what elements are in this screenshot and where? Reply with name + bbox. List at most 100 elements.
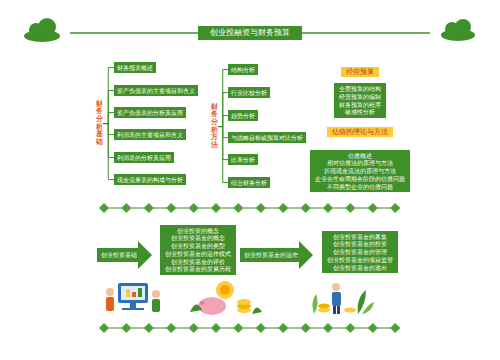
illustration-coins [190, 281, 262, 315]
topic-box: 利润表的分析及应用 [114, 152, 174, 163]
diamond-divider [278, 323, 288, 333]
illustration-coins [190, 304, 202, 312]
bracket-connector [104, 113, 115, 124]
topic-box: 趋势分析 [228, 110, 258, 121]
illustration-office [152, 299, 160, 312]
diamond-divider [144, 323, 154, 333]
node-text: 估值的理论与方法 [332, 128, 388, 136]
illustration-investor [312, 294, 317, 314]
vertical-heading: 财务分析方法 [211, 104, 218, 150]
node-text: 现金流量表的构成与分析 [117, 176, 183, 183]
illustration-coins [200, 301, 204, 305]
topic-box: 结构分析 [228, 64, 258, 75]
diamond-divider [189, 203, 199, 213]
illustration-office [132, 292, 136, 297]
diamond-divider [345, 323, 355, 333]
node-text: 资产负债表的分析及应用 [117, 109, 183, 116]
node-text: 敏感性分析 [339, 108, 381, 116]
node-text: 财务分析方法 [211, 104, 218, 150]
node-text: 资产负债表的主要项目和含义 [117, 87, 195, 94]
diamond-divider [301, 203, 311, 213]
diamond-divider [99, 203, 109, 213]
diamond-divider [256, 203, 266, 213]
bracket-connector [219, 93, 229, 127]
diamond-divider [211, 323, 221, 333]
illustration-coins [198, 297, 226, 315]
topic-box: 现金流量表的构成与分析 [114, 174, 186, 185]
bracket-connector [104, 124, 115, 180]
node-text: 全面预算的结构 [339, 85, 381, 93]
cloud [24, 18, 475, 42]
diamond-divider [233, 203, 243, 213]
cloud [38, 18, 56, 36]
illustration-office [106, 288, 114, 296]
node-text: 创业投资基金的运作 [244, 251, 298, 260]
node-text: 相对估值法的原理与方法 [315, 159, 405, 167]
node-text: 利润表的分析及应用 [117, 154, 171, 161]
diamond-divider [189, 323, 199, 333]
node-text: 财务报表概述 [117, 64, 153, 71]
node-text: 创业投资基金的概念 [165, 234, 231, 242]
node-text: 创业投资基金的项目监管 [327, 256, 393, 264]
diamond-divider [323, 203, 333, 213]
node-text: 估值概述 [315, 152, 405, 160]
vertical-heading: 财务分析基础 [96, 101, 103, 147]
node-text: 创业投资的概念 [165, 227, 231, 235]
diamond-divider [144, 203, 154, 213]
section-header: 估值的理论与方法 [327, 127, 393, 137]
diamond-divider [390, 203, 400, 213]
bracket-connector [219, 70, 229, 127]
illustration-investor [332, 292, 341, 306]
node-text: 综合财务分析 [231, 179, 267, 186]
topic-box: 综合财务分析 [228, 177, 270, 188]
illustration-coins [220, 285, 230, 295]
topic-box: 行业比较分析 [228, 87, 270, 98]
node-text: 创业投资基金的评价 [165, 258, 231, 266]
illustration-office [126, 289, 130, 297]
node-text: 不同类型企业的估值问题 [315, 183, 405, 191]
node-text: 创业投资基金的管理 [327, 248, 393, 256]
diamond-divider [166, 323, 176, 333]
illustration-office [152, 290, 160, 298]
arrow-shape [97, 241, 152, 269]
node-text: 经营预算 [346, 68, 374, 76]
topic-box: 与战略目标或预算对比分析 [228, 132, 306, 143]
bracket-connector [104, 68, 115, 124]
topic-box: 利润表的主要项目和含义 [114, 129, 186, 140]
diamond-divider [345, 203, 355, 213]
topic-box: 资产负债表的分析及应用 [114, 107, 186, 118]
arrow-shape [240, 241, 313, 269]
topic-box: 比率分析 [228, 154, 258, 165]
illustration-office [121, 286, 145, 300]
diamond-divider [256, 323, 266, 333]
illustration-coins [216, 281, 234, 299]
bracket-connector [219, 116, 229, 127]
diamond-divider [121, 203, 131, 213]
diamond-divider [121, 323, 131, 333]
node-text: 创业投资基金的退出 [327, 264, 393, 272]
illustration-investor [344, 308, 356, 313]
diamond-divider [166, 203, 176, 213]
node-text: 创业投资基金的投资 [327, 240, 393, 248]
diamond-divider [323, 323, 333, 333]
node-text: 创业投资基金的运作模式 [165, 250, 231, 258]
diamond-divider [99, 323, 400, 333]
node-text: 企业在生命周期各阶段的估值问题 [315, 175, 405, 183]
diamond-divider [368, 323, 378, 333]
node-text: 创业投资基金的募集 [327, 233, 393, 241]
illustration-office [138, 288, 142, 297]
cloud [455, 19, 471, 35]
diamond-divider [390, 323, 400, 333]
node-text: 财务预算的程序 [339, 101, 381, 109]
diamond-divider [99, 323, 109, 333]
node-text: 创业投资基础 [101, 251, 137, 260]
node-text: 创业投资基金的发展历程 [165, 265, 231, 273]
illustration-office [122, 308, 144, 310]
title-bar: 创业投融资与财务预算 [198, 26, 302, 40]
diamond-divider [99, 203, 400, 213]
list-box: 估值概述相对估值法的原理与方法折现现金流法的原理与方法企业在生命周期各阶段的估值… [310, 150, 410, 193]
title-text: 创业投融资与财务预算 [210, 28, 290, 37]
diamond-divider [233, 323, 243, 333]
block-arrow: 创业投资基金的运作 [240, 240, 313, 270]
